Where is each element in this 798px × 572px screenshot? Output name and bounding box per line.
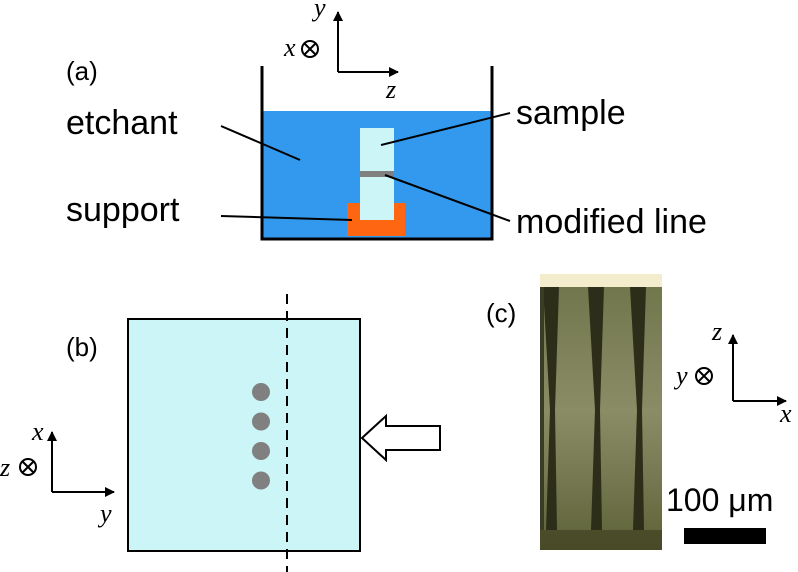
scale-bar (684, 528, 766, 544)
panel-b: (b) x y z (0, 294, 441, 572)
into-page-icon (301, 40, 319, 58)
into-page-icon (695, 367, 713, 385)
into-page-icon (19, 458, 37, 476)
panel-c-axes: z x y (673, 317, 792, 428)
laser-spots (252, 383, 270, 490)
sample-label: sample (516, 94, 626, 132)
panel-a-tag: (a) (66, 56, 98, 86)
y-axis-label: y (97, 499, 112, 528)
x-axis-label: x (31, 417, 44, 446)
scale-bar-label: 100 μm (666, 482, 773, 518)
laser-spot (252, 442, 270, 460)
sample-top-view (127, 318, 361, 552)
sample-leader (380, 112, 511, 146)
support-label: support (66, 191, 180, 229)
z-axis-label: z (385, 75, 396, 104)
panel-c: (c) z x y 100 μm (486, 274, 792, 550)
support-leader (220, 215, 353, 221)
modified-line-leader (384, 174, 511, 222)
etchant-leader (220, 125, 301, 161)
y-axis-label: y (673, 361, 688, 390)
panel-a-axes: y z x (283, 0, 399, 104)
laser-spot (252, 383, 270, 401)
modified-line (360, 171, 394, 177)
etchant-label: etchant (66, 104, 178, 142)
panel-a: (a) y z x etchant s (66, 0, 707, 241)
z-axis-label: z (0, 453, 10, 482)
etchant-container (260, 66, 494, 241)
laser-spot (252, 471, 270, 490)
view-direction-arrow (360, 413, 441, 463)
y-axis-label: y (311, 0, 326, 22)
modified-line-label: modified line (516, 203, 707, 241)
laser-spot (252, 412, 270, 431)
z-axis-label: z (711, 317, 722, 346)
panel-c-tag: (c) (486, 298, 516, 328)
x-axis-label: x (779, 399, 792, 428)
panel-b-tag: (b) (66, 332, 98, 362)
micrograph-image (540, 274, 662, 550)
panel-b-axes: x y z (0, 417, 115, 528)
x-axis-label: x (283, 33, 296, 62)
